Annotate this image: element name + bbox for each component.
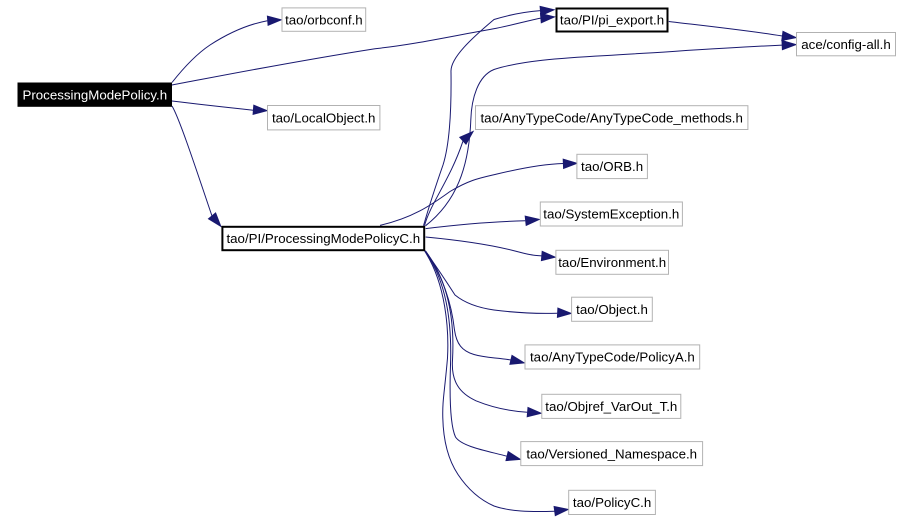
- svg-text:tao/Environment.h: tao/Environment.h: [558, 255, 666, 270]
- svg-text:tao/SystemException.h: tao/SystemException.h: [543, 207, 679, 222]
- svg-text:tao/orbconf.h: tao/orbconf.h: [285, 12, 363, 27]
- svg-text:tao/AnyTypeCode/PolicyA.h: tao/AnyTypeCode/PolicyA.h: [530, 350, 695, 365]
- svg-text:tao/PI/ProcessingModePolicyC.h: tao/PI/ProcessingModePolicyC.h: [226, 231, 420, 246]
- svg-text:tao/LocalObject.h: tao/LocalObject.h: [272, 110, 376, 125]
- svg-text:ace/config-all.h: ace/config-all.h: [801, 37, 890, 52]
- svg-text:tao/PolicyC.h: tao/PolicyC.h: [573, 495, 651, 510]
- svg-text:tao/ORB.h: tao/ORB.h: [581, 159, 643, 174]
- svg-text:tao/Objref_VarOut_T.h: tao/Objref_VarOut_T.h: [545, 399, 677, 414]
- svg-text:tao/PI/pi_export.h: tao/PI/pi_export.h: [560, 13, 664, 28]
- svg-text:tao/Object.h: tao/Object.h: [576, 302, 648, 317]
- svg-text:tao/AnyTypeCode/AnyTypeCode_me: tao/AnyTypeCode/AnyTypeCode_methods.h: [480, 110, 742, 125]
- svg-text:ProcessingModePolicy.h: ProcessingModePolicy.h: [22, 87, 167, 102]
- svg-text:tao/Versioned_Namespace.h: tao/Versioned_Namespace.h: [526, 446, 697, 461]
